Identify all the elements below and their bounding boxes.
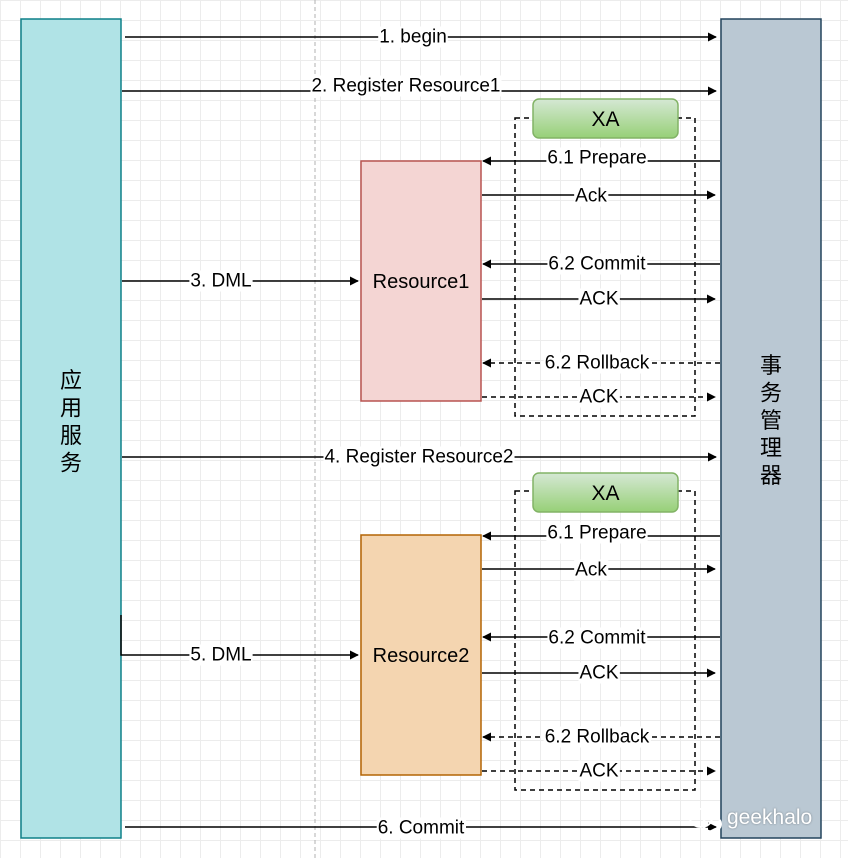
edge-label-text: 6.2 Commit [548,628,646,649]
edge-label-r2-rollback-ack: ACK [578,760,620,782]
edge-label-text: 6.1 Prepare [547,523,646,544]
xa-badge-label: XA [591,482,619,505]
edge-label-text: 2. Register Resource1 [311,76,500,97]
xa-badge-2[interactable]: XA [532,472,679,513]
edge-label-r2-prepare-ack: Ack [574,559,609,581]
edge-label-r1-commit: 6.2 Commit [547,253,648,275]
edge-label-begin: 1. begin [378,26,448,48]
edge-label-text: Ack [575,186,607,207]
app-service-node[interactable]: 应用服务 [20,18,122,839]
edge-label-text: ACK [579,663,618,684]
edge-label-r2-rollback: 6.2 Rollback [543,726,651,748]
edge-label-text: 6.2 Rollback [545,727,650,748]
edge-label-text: 3. DML [190,271,251,292]
resource1-node[interactable]: Resource1 [360,160,482,402]
edge-label-commit: 6. Commit [376,817,466,839]
edge-label-r1-commit-ack: ACK [578,288,620,310]
xa-badge-1[interactable]: XA [532,98,679,139]
edge-label-register2: 4. Register Resource2 [323,446,515,468]
resource2-box [360,534,482,776]
edge-label-r1-rollback-ack: ACK [578,386,620,408]
edge-label-r2-commit-ack: ACK [578,662,620,684]
edge-label-text: ACK [579,387,618,408]
edge-label-text: 6.1 Prepare [547,148,646,169]
edge-label-r1-prepare: 6.1 Prepare [546,147,648,169]
edge-label-text: 6. Commit [378,818,465,839]
edge-label-text: Ack [575,560,607,581]
edge-label-r2-prepare: 6.1 Prepare [546,522,648,544]
edge-label-text: 1. begin [379,27,447,48]
edge-label-text: 6.2 Commit [548,254,646,275]
resource2-node[interactable]: Resource2 [360,534,482,776]
edge-label-text: ACK [579,289,618,310]
app-service-label: 应用服务 [60,369,82,477]
edge-label-r1-rollback: 6.2 Rollback [543,352,651,374]
resource1-label: Resource1 [373,271,470,293]
transaction-manager-node[interactable]: 事务管理器 [720,18,822,839]
transaction-manager-box [720,18,822,839]
app-service-box [20,18,122,839]
edge-label-text: 4. Register Resource2 [324,447,513,468]
edge-label-dml1: 3. DML [189,270,253,292]
wechat-icon [688,806,724,841]
resource1-box [360,160,482,402]
transaction-manager-label: 事务管理器 [760,354,782,489]
edge-label-text: ACK [579,761,618,782]
edge-label-r2-commit: 6.2 Commit [547,627,648,649]
edge-label-r1-prepare-ack: Ack [574,185,609,207]
watermark-text: geekhalo [727,806,813,829]
xa-badge-box [532,98,679,139]
resource2-label: Resource2 [373,645,470,667]
edge-label-text: 6.2 Rollback [545,353,650,374]
dml2-arrow [120,615,359,660]
xa-badge-box [532,472,679,513]
edge-label-dml2: 5. DML [189,644,253,666]
edge-label-register1: 2. Register Resource1 [310,75,502,97]
xa-badge-label: XA [591,108,619,131]
edge-label-text: 5. DML [190,645,251,666]
